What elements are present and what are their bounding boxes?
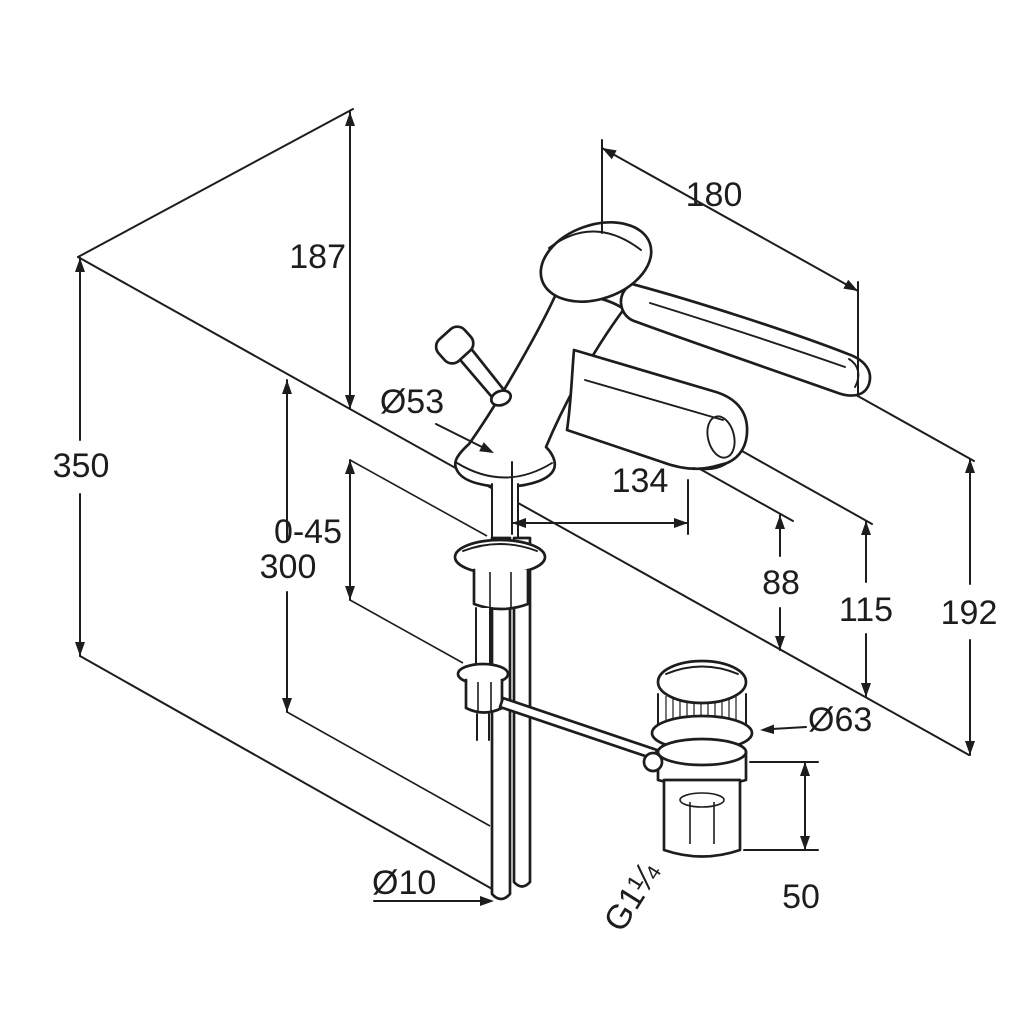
construction-lines bbox=[77, 108, 975, 895]
dim-180: 180 bbox=[601, 139, 859, 395]
dim-label-350: 350 bbox=[53, 447, 110, 485]
pop-up-waste bbox=[642, 659, 754, 858]
dim-label-115: 115 bbox=[839, 591, 893, 629]
lever-blade-line bbox=[649, 302, 846, 368]
dim-label-d10: Ø10 bbox=[372, 864, 436, 902]
mounting-shank bbox=[491, 483, 519, 543]
dim-label-192: 192 bbox=[941, 594, 998, 632]
dim-label-300: 300 bbox=[260, 548, 317, 586]
temperature-lever bbox=[434, 325, 513, 407]
temperature-lever-knob bbox=[434, 325, 475, 365]
dim-label-187: 187 bbox=[289, 238, 346, 276]
tail-inner-ellipse bbox=[679, 792, 725, 808]
mounting-stud bbox=[475, 607, 491, 667]
spout bbox=[565, 348, 749, 471]
dim-d63: Ø63 bbox=[760, 701, 872, 739]
supply-pipe-left bbox=[490, 536, 512, 901]
spout-top-trace bbox=[741, 450, 873, 525]
dim-88: 88 bbox=[762, 514, 800, 651]
dim-50: 50 bbox=[743, 761, 820, 916]
hose-end-trace bbox=[286, 711, 491, 827]
dim-label-134: 134 bbox=[612, 462, 669, 500]
cap-top-arc bbox=[548, 230, 642, 251]
dim-300: 300 bbox=[260, 379, 317, 713]
counter-plane-trace bbox=[77, 256, 970, 756]
waste-knob bbox=[656, 659, 748, 705]
mounting-and-supplies bbox=[453, 483, 659, 901]
dim-134: 134 bbox=[511, 461, 689, 535]
pipe-end-trace bbox=[79, 655, 502, 895]
deck-top-trace bbox=[349, 459, 488, 537]
outlet-underside-trace bbox=[699, 468, 794, 522]
waste-locknut-top bbox=[656, 737, 748, 767]
faucet-body bbox=[453, 292, 626, 489]
waste-tailpiece bbox=[662, 778, 742, 858]
dim-0-45: 0-45 bbox=[274, 459, 355, 601]
dim-label-thread: G1¼ bbox=[597, 855, 669, 938]
faucet bbox=[434, 221, 872, 489]
dim-label-d53: Ø53 bbox=[380, 383, 444, 421]
top-plane-trace bbox=[77, 108, 354, 258]
dim-d53: Ø53 bbox=[380, 383, 494, 453]
spout-outlet bbox=[706, 415, 736, 459]
dim-187: 187 bbox=[289, 111, 355, 410]
lever-tip-trace bbox=[855, 394, 975, 462]
spout-edge-line bbox=[584, 379, 724, 421]
deck-bottom-trace bbox=[349, 599, 464, 664]
dim-115: 115 bbox=[839, 520, 893, 698]
rod-pivot bbox=[642, 751, 664, 773]
dim-d10: Ø10 bbox=[372, 864, 494, 906]
dim-label-180: 180 bbox=[686, 176, 743, 214]
cartridge-cap bbox=[539, 221, 653, 303]
waste-knob-arc bbox=[665, 665, 739, 675]
mounting-washer bbox=[453, 538, 547, 576]
dim-thread: G1¼ bbox=[597, 855, 669, 938]
aerator-line bbox=[693, 463, 727, 471]
dim-label-88: 88 bbox=[762, 564, 800, 602]
dim-label-0-45: 0-45 bbox=[274, 513, 342, 551]
dim-label-d63: Ø63 bbox=[808, 701, 872, 739]
lower-nut bbox=[464, 678, 504, 714]
dim-350: 350 bbox=[53, 257, 110, 657]
temperature-lever-joint bbox=[489, 389, 513, 407]
base-rim-line bbox=[456, 462, 553, 479]
mounting-nut bbox=[472, 568, 530, 611]
washer-inner-arc bbox=[462, 543, 538, 552]
lever-handle bbox=[619, 282, 872, 397]
dim-label-50: 50 bbox=[782, 878, 820, 916]
dim-192: 192 bbox=[941, 458, 998, 756]
